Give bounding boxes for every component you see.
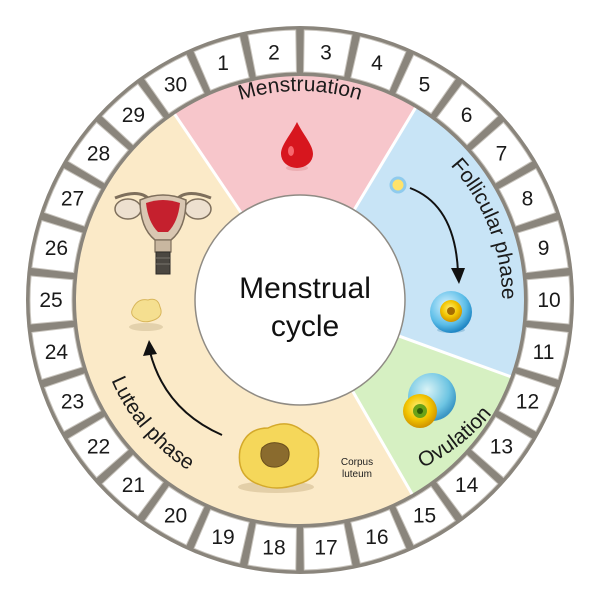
day-tile — [395, 54, 456, 115]
day-number: 8 — [522, 188, 534, 211]
day-tile — [498, 373, 557, 432]
day-number: 11 — [533, 341, 555, 364]
day-tile — [101, 454, 164, 517]
follicle-growth-arrow-icon — [409, 187, 465, 284]
day-tile — [31, 219, 83, 274]
day-number: 10 — [537, 289, 560, 312]
day-tile — [43, 168, 102, 227]
day-tile — [101, 83, 164, 146]
day-number: 24 — [45, 341, 69, 364]
day-tile — [67, 416, 129, 479]
day-tile — [436, 83, 499, 146]
phase-divider — [398, 334, 512, 379]
day-tile — [144, 54, 205, 115]
luteal-regression-arrow-icon — [143, 340, 223, 436]
corpus-luteum-icon — [238, 423, 320, 493]
blood-drop-icon — [281, 122, 313, 171]
sector-follicular — [354, 107, 524, 377]
day-tile — [471, 416, 533, 479]
day-tile — [526, 275, 571, 325]
corpus-luteum-label-line1: Corpus — [341, 457, 373, 468]
day-number: 5 — [419, 73, 431, 96]
day-number: 6 — [461, 104, 473, 127]
day-tile — [247, 29, 297, 77]
day-number: 23 — [61, 390, 84, 413]
day-number: 16 — [365, 526, 388, 549]
day-tile — [471, 121, 533, 184]
day-number: 9 — [538, 237, 550, 260]
day-tile — [303, 523, 353, 571]
corpus-luteum-label-line2: luteum — [342, 469, 372, 480]
day-number: 30 — [164, 73, 187, 96]
day-tile — [517, 219, 569, 274]
day-number: 12 — [516, 390, 539, 413]
day-number: 15 — [413, 505, 436, 528]
center-title-line2: cycle — [271, 310, 339, 343]
day-tile — [193, 509, 250, 564]
day-tile — [350, 509, 407, 564]
phase-dividers — [173, 107, 512, 495]
day-number: 18 — [262, 537, 285, 560]
day-tile — [247, 523, 297, 571]
center-title-line1: Menstrual — [239, 272, 371, 305]
day-number: 21 — [122, 474, 145, 497]
day-tile — [43, 373, 102, 432]
day-number: 27 — [61, 188, 84, 211]
day-tile — [303, 29, 353, 77]
day-number: 13 — [490, 435, 513, 458]
day-number: 3 — [320, 41, 332, 64]
day-number: 29 — [122, 104, 145, 127]
day-tile — [144, 485, 205, 546]
day-number: 20 — [164, 505, 187, 528]
day-number: 14 — [455, 474, 479, 497]
phase-divider — [173, 113, 243, 214]
day-tile — [67, 121, 129, 184]
day-number: 26 — [45, 237, 68, 260]
ovulation-egg-icon — [403, 373, 456, 428]
uterus-icon — [114, 192, 212, 275]
day-number: 4 — [371, 52, 383, 75]
day-number: 7 — [496, 143, 508, 166]
day-number: 25 — [39, 289, 62, 312]
day-tile — [395, 485, 456, 546]
primary-follicle-icon — [389, 176, 407, 194]
mature-follicle-icon — [430, 291, 472, 333]
day-number: 17 — [314, 537, 337, 560]
day-number: 1 — [217, 52, 229, 75]
day-number: 19 — [211, 526, 234, 549]
day-tile — [498, 168, 557, 227]
day-tile — [31, 326, 83, 381]
phase-divider — [352, 107, 417, 211]
day-tile — [517, 326, 569, 381]
day-tile — [193, 36, 250, 91]
day-number: 28 — [87, 143, 110, 166]
phase-divider — [351, 390, 414, 495]
center-circle — [194, 194, 406, 406]
corpus-albicans-icon — [129, 298, 163, 331]
day-tile — [436, 454, 499, 517]
day-tile — [29, 275, 74, 325]
day-number: 2 — [268, 41, 280, 64]
day-tile — [350, 36, 407, 91]
day-number: 22 — [87, 435, 110, 458]
